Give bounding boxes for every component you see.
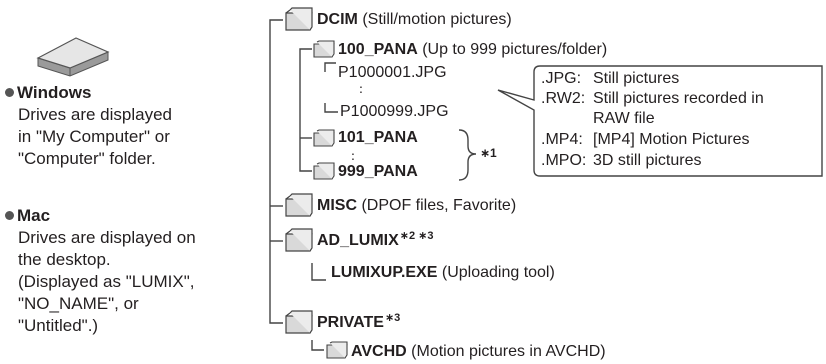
callout-row: .RW2: Still pictures recorded in — [541, 89, 764, 109]
extension-description: [MP4] Motion Pictures — [593, 131, 750, 148]
windows-line: "Computer" folder. — [18, 149, 156, 168]
folder-desc: (DPOF files, Favorite) — [361, 197, 517, 214]
folder-name: 101_PANA — [338, 129, 418, 146]
folder-icon — [313, 40, 335, 58]
folder-icon — [285, 7, 313, 31]
file-extension: .MP4: — [541, 131, 583, 148]
file-extension: .RW2: — [541, 90, 586, 107]
bullet-icon — [5, 88, 14, 97]
extension-description: Still pictures — [593, 70, 680, 87]
folder-desc: (Motion pictures in AVCHD) — [411, 343, 606, 360]
folder-private: PRIVATE∗3 — [317, 312, 401, 334]
file-name: LUMIXUP.EXE — [331, 264, 438, 281]
folder-name: MISC — [317, 197, 357, 214]
file-last: P1000999.JPG — [340, 103, 449, 120]
folder-icon — [326, 341, 348, 359]
folder-icon — [285, 193, 313, 217]
mac-section: Mac — [5, 206, 50, 226]
mac-line: "Untitled".) — [18, 316, 99, 335]
folder-ad-lumix: AD_LUMIX∗2 ∗3 — [317, 230, 434, 252]
mac-line: the desktop. — [18, 250, 111, 269]
windows-section: Windows — [5, 83, 91, 103]
ellipsis-vertical: ·· — [350, 145, 356, 166]
folder-dcim: DCIM (Still/motion pictures) — [317, 10, 512, 30]
callout-row: .MPO: 3D still pictures — [541, 151, 701, 171]
extension-description: Still pictures recorded in — [593, 90, 764, 107]
folder-name: 999_PANA — [338, 163, 418, 180]
mac-line: Drives are displayed on — [18, 228, 196, 247]
folder-name: AVCHD — [351, 343, 407, 360]
folder-999-pana: 999_PANA — [338, 162, 418, 182]
file-extension: .MPO: — [541, 152, 587, 169]
footnote-mark: ∗3 — [384, 312, 401, 324]
windows-line: in "My Computer" or — [18, 127, 170, 146]
folder-name: PRIVATE — [317, 314, 384, 331]
mac-heading: Mac — [17, 206, 51, 225]
folder-101-pana: 101_PANA — [338, 128, 418, 148]
folder-desc: (Up to 999 pictures/folder) — [422, 41, 608, 58]
folder-icon — [313, 162, 335, 180]
mac-line: "NO_NAME", or — [18, 294, 139, 313]
folder-name: AD_LUMIX — [317, 232, 399, 249]
extension-description: RAW file — [593, 110, 655, 127]
callout-row: .JPG: Still pictures — [541, 69, 679, 89]
callout-row: .MP4: [MP4] Motion Pictures — [541, 130, 750, 150]
windows-heading: Windows — [17, 83, 92, 102]
folder-icon — [285, 228, 313, 252]
folder-desc: (Still/motion pictures) — [362, 11, 512, 28]
folder-avchd: AVCHD (Motion pictures in AVCHD) — [351, 342, 606, 362]
bullet-icon — [5, 211, 14, 220]
ellipsis-vertical: ·· — [358, 78, 364, 99]
folder-icon — [285, 310, 313, 334]
file-desc: (Uploading tool) — [441, 264, 555, 281]
footnote-mark: ∗2 ∗3 — [399, 230, 434, 242]
file-extension: .JPG: — [541, 70, 582, 87]
drive-icon — [36, 37, 110, 77]
folder-misc: MISC (DPOF files, Favorite) — [317, 196, 516, 216]
callout-row: RAW file — [541, 109, 655, 129]
file-first: P1000001.JPG — [338, 64, 447, 81]
folder-name: 100_PANA — [338, 41, 418, 58]
folder-100-pana: 100_PANA (Up to 999 pictures/folder) — [338, 40, 607, 60]
footnote-mark: ∗1 — [480, 146, 497, 160]
extension-description: 3D still pictures — [593, 152, 702, 169]
windows-line: Drives are displayed — [18, 105, 173, 124]
folder-name: DCIM — [317, 11, 358, 28]
mac-line: (Displayed as "LUMIX", — [18, 272, 195, 291]
file-lumixup: LUMIXUP.EXE (Uploading tool) — [331, 263, 555, 283]
folder-icon — [313, 129, 335, 147]
